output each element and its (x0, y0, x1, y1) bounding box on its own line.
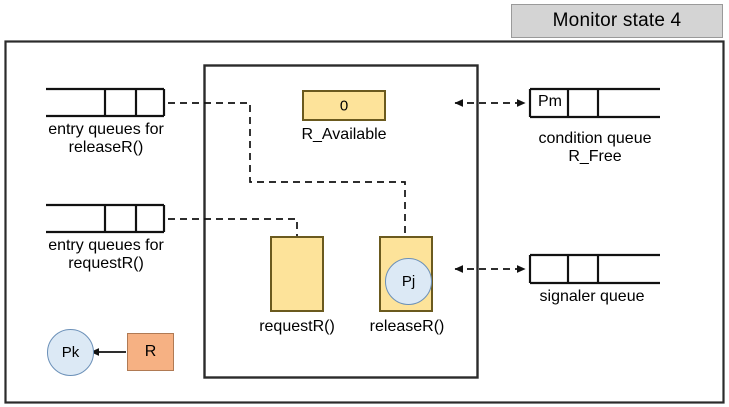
process-pj: Pj (385, 258, 432, 305)
process-pk: Pk (47, 329, 94, 376)
resource-r-box: R (127, 333, 174, 371)
requestR-caption: requestR() (259, 318, 335, 335)
title-banner-label: Monitor state 4 (552, 10, 682, 31)
title-banner: Monitor state 4 (511, 4, 723, 38)
process-pk-label: Pk (61, 344, 80, 361)
condition-queue-cell-0: Pm (538, 93, 562, 110)
entry-queue-request-caption: entry queues for requestR() (48, 237, 164, 272)
entry-queue-request-box (46, 203, 166, 234)
condition-queue-caption: condition queue R_Free (538, 130, 652, 165)
r-available-box: 0 (302, 90, 386, 121)
connector-request-entry-to-requestR (168, 218, 298, 236)
r-available-value: 0 (339, 97, 349, 114)
condition-queue-box (528, 87, 660, 119)
requestR-process-box (270, 236, 324, 312)
entry-queue-release-caption: entry queues for releaseR() (48, 121, 164, 156)
monitor-region (203, 64, 479, 379)
signaler-queue-box (528, 253, 660, 285)
releaseR-caption: releaseR() (369, 318, 445, 335)
resource-r-label: R (144, 343, 157, 360)
signaler-queue-caption: signaler queue (539, 288, 645, 305)
process-pj-label: Pj (401, 273, 416, 290)
entry-queue-release-box (46, 87, 166, 118)
outer-frame (4, 40, 725, 404)
r-available-caption: R_Available (301, 126, 387, 143)
connector-release-entry-to-releaseR (168, 102, 406, 236)
